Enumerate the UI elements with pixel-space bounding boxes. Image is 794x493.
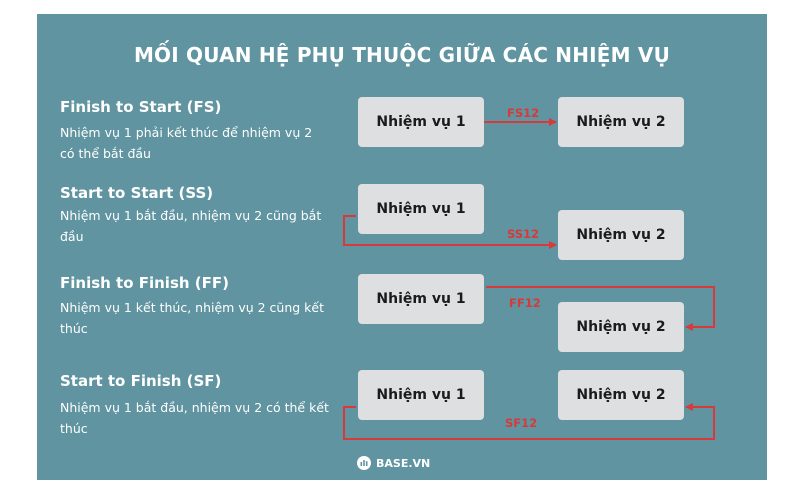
dependency-arrows bbox=[343, 118, 715, 440]
fs-task-2-box: Nhiệm vụ 2 bbox=[558, 97, 684, 147]
ff-description: Nhiệm vụ 1 kết thúc, nhiệm vụ 2 cũng kết… bbox=[60, 300, 325, 336]
ss-link-label: SS12 bbox=[507, 227, 540, 241]
sf-title: Start to Finish (SF) bbox=[60, 372, 222, 390]
ff-task-2-box: Nhiệm vụ 2 bbox=[558, 302, 684, 352]
fs-link-label: FS12 bbox=[507, 106, 540, 120]
base-logo-icon bbox=[357, 456, 371, 470]
sf-description: Nhiệm vụ 1 bắt đầu, nhiệm vụ 2 có thể kế… bbox=[60, 400, 329, 436]
ff-link-label: FF12 bbox=[509, 296, 541, 310]
sf-link-label: SF12 bbox=[505, 416, 538, 430]
fs-task-1-box: Nhiệm vụ 1 bbox=[358, 97, 484, 147]
ss-title: Start to Start (SS) bbox=[60, 184, 214, 202]
ff-title: Finish to Finish (FF) bbox=[60, 274, 229, 292]
sf-arrow bbox=[343, 403, 715, 440]
ss-task-1-box: Nhiệm vụ 1 bbox=[358, 184, 484, 234]
sf-task-1-box: Nhiệm vụ 1 bbox=[358, 370, 484, 420]
ss-description: Nhiệm vụ 1 bắt đầu, nhiệm vụ 2 cũng bắt … bbox=[60, 208, 322, 244]
fs-description: Nhiệm vụ 1 phải kết thúc để nhiệm vụ 2 c… bbox=[60, 125, 313, 161]
ss-arrow bbox=[343, 215, 557, 249]
brand-name: BASE.VN bbox=[376, 456, 431, 470]
sf-task-2-box: Nhiệm vụ 2 bbox=[558, 370, 684, 420]
ff-arrow bbox=[486, 286, 715, 331]
diagram-panel: MỐI QUAN HỆ PHỤ THUỘC GIỮA CÁC NHIỆM VỤ … bbox=[37, 14, 767, 480]
fs-title: Finish to Start (FS) bbox=[60, 98, 222, 116]
ff-task-1-box: Nhiệm vụ 1 bbox=[358, 274, 484, 324]
brand-logo: BASE.VN bbox=[357, 456, 430, 470]
ss-task-2-box: Nhiệm vụ 2 bbox=[558, 210, 684, 260]
page-title: MỐI QUAN HỆ PHỤ THUỘC GIỮA CÁC NHIỆM VỤ bbox=[133, 43, 671, 67]
